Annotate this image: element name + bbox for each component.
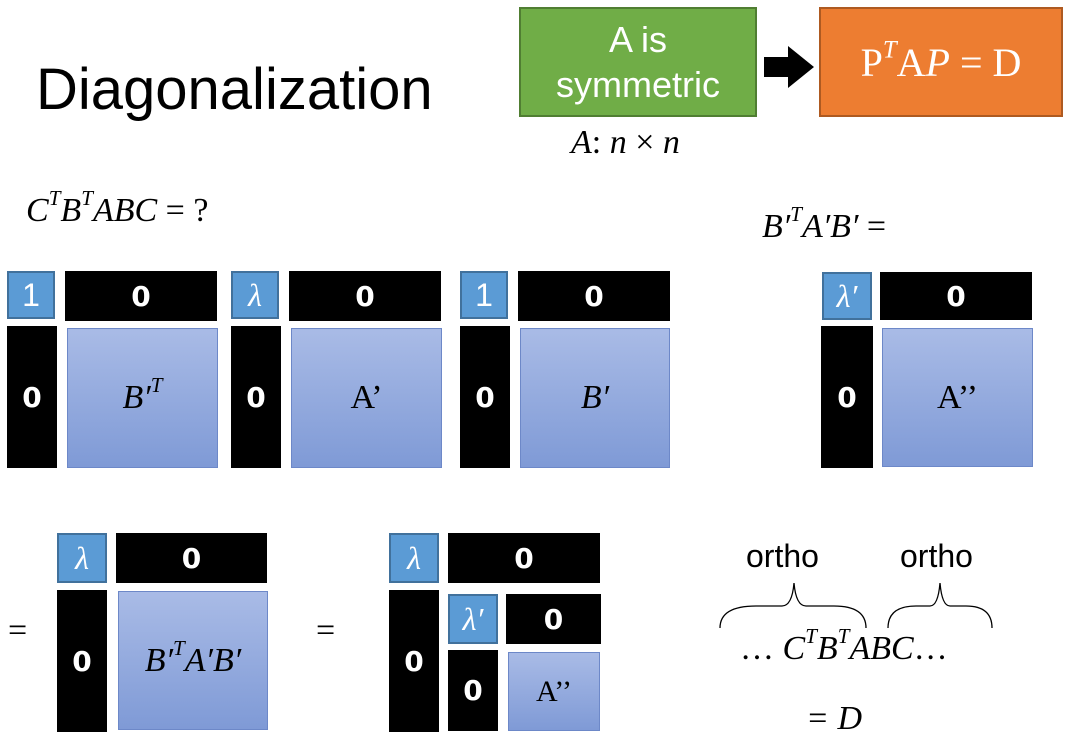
- block-a-double-prime: A’’: [508, 652, 600, 731]
- premise-line-1: A is: [608, 19, 668, 60]
- lambda-cell: λ: [231, 271, 279, 319]
- zero-column-block: 0: [231, 326, 281, 468]
- equals-sign: =: [316, 612, 336, 649]
- zero-column-block: 0: [57, 590, 107, 732]
- lambda-cell: λ: [389, 533, 439, 583]
- block-bt-a-b: B′TA′B′: [118, 591, 268, 730]
- zero-row-block: 0: [289, 271, 441, 321]
- page-title: Diagonalization: [36, 57, 433, 122]
- lambda-cell: λ: [57, 533, 107, 583]
- zero-row-block: 0: [518, 271, 670, 321]
- ortho-label-left: ortho: [746, 538, 819, 574]
- zero-column-block: 0: [460, 326, 510, 468]
- zero-column-block: 0: [7, 326, 57, 468]
- zero-row-block: 0: [506, 594, 601, 644]
- zero-column-block: 0: [389, 590, 439, 732]
- ortho-label-right: ortho: [900, 538, 973, 574]
- zero-row-block: 0: [880, 272, 1032, 320]
- zero-row-block: 0: [65, 271, 217, 321]
- recursive-expression: B′TA′B′ =: [762, 202, 887, 245]
- final-result: = D: [806, 700, 862, 737]
- overbrace-diagram: [719, 582, 993, 629]
- block-a-double-prime: A’’: [882, 328, 1033, 467]
- overbrace-left: [719, 582, 867, 629]
- one-cell: 1: [7, 271, 55, 319]
- zero-column-block: 0: [448, 650, 498, 731]
- block-b-prime-transpose: B′T: [67, 328, 218, 468]
- lambda-prime-cell: λ′: [448, 594, 498, 644]
- orthogonal-chain-expression: … CTBTABC…: [740, 624, 948, 667]
- zero-column-block: 0: [821, 326, 873, 468]
- question-expression: CTBTABC = ?: [26, 186, 209, 229]
- premise-box: A is symmetric: [519, 7, 757, 117]
- block-a-prime: A’: [291, 328, 442, 468]
- right-arrow-icon: [764, 46, 814, 88]
- result-formula: PTAP = D: [860, 35, 1022, 85]
- zero-row-block: 0: [448, 533, 600, 583]
- one-cell: 1: [460, 271, 508, 319]
- overbrace-right: [887, 582, 993, 629]
- lambda-prime-cell: λ′: [822, 272, 872, 320]
- result-box: PTAP = D: [819, 7, 1063, 117]
- block-b-prime: B′: [520, 328, 670, 468]
- dimension-label: A: n × n: [571, 124, 680, 161]
- equals-sign: =: [8, 612, 28, 649]
- zero-row-block: 0: [116, 533, 267, 583]
- premise-line-2: symmetric: [556, 64, 720, 105]
